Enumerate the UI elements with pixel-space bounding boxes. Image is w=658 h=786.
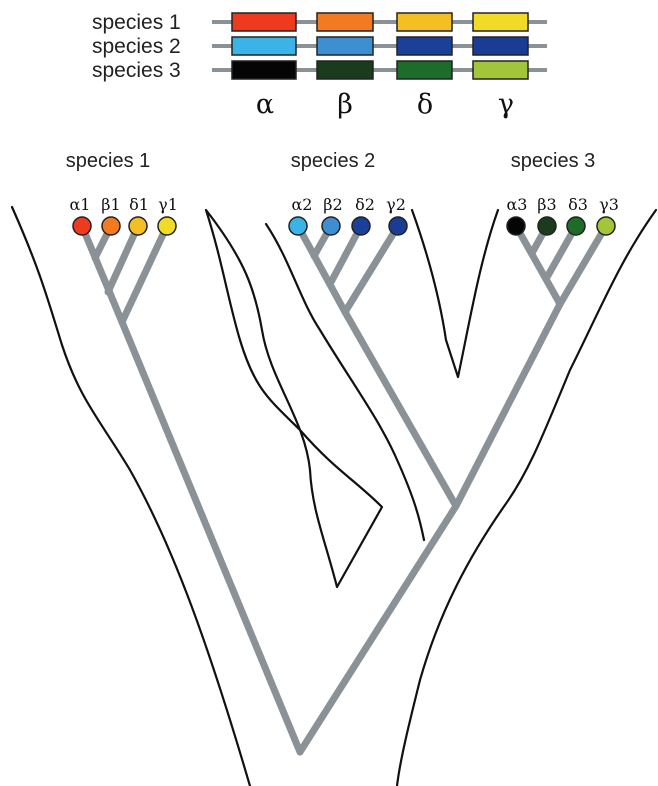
legend-row-label: species 2 [92, 35, 181, 58]
gene-symbol-label: α [256, 89, 274, 120]
gene-order-legend: species 1 species 2 species 3 α β δ γ [92, 11, 547, 120]
gene-symbol-label: β [337, 89, 353, 120]
species-label: species 2 [291, 150, 376, 172]
gene-symbol-label: γ [498, 89, 514, 120]
gene-branch [108, 226, 138, 292]
legend-row-label: species 3 [92, 59, 181, 82]
gene-box [232, 37, 296, 55]
gene-box [317, 61, 373, 79]
gene-label: δ2 [355, 195, 375, 214]
gene-tips [73, 217, 615, 235]
gene-label: α2 [292, 195, 313, 214]
gene-branch [122, 322, 300, 752]
species-label: species 1 [66, 150, 151, 172]
gene-box [473, 37, 528, 55]
gene-label: β2 [323, 195, 342, 214]
gene-labels: α1 β1 δ1 γ1 α2 β2 δ2 γ2 α3 β3 δ3 γ3 [70, 195, 619, 214]
outline-notch [412, 210, 498, 377]
gene-branch [345, 312, 456, 506]
gene-tree [82, 226, 606, 752]
gene-tip-circle [538, 217, 556, 235]
gene-tip-circle [102, 217, 120, 235]
outline-species2-left [266, 224, 424, 540]
gene-tip-circle [129, 217, 147, 235]
gene-branch [456, 304, 560, 506]
gene-label: α3 [507, 195, 528, 214]
gene-box [317, 13, 373, 31]
gene-box [397, 37, 452, 55]
gene-tip-circle [597, 217, 615, 235]
gene-tip-circle [389, 217, 407, 235]
gene-tip-circle [507, 217, 525, 235]
gene-branch [300, 506, 456, 752]
gene-box [317, 37, 373, 55]
gene-box [232, 61, 296, 79]
outline-middle-lobe [206, 210, 382, 587]
gene-label: α1 [70, 195, 91, 214]
gene-box [473, 13, 528, 31]
gene-tip-circle [352, 217, 370, 235]
gene-label: δ1 [129, 195, 149, 214]
gene-label: β1 [101, 195, 120, 214]
outline-left-outer [12, 207, 250, 786]
species-label: species 3 [511, 150, 596, 172]
outline-right-outer [397, 210, 656, 786]
gene-label: γ1 [158, 195, 178, 214]
gene-box [397, 61, 452, 79]
gene-tip-circle [289, 217, 307, 235]
gene-tip-circle [158, 217, 176, 235]
gene-box [232, 13, 296, 31]
gene-label: β3 [537, 195, 556, 214]
gene-box [473, 61, 528, 79]
gene-box [397, 13, 452, 31]
legend-row-label: species 1 [92, 11, 181, 34]
gene-tip-circle [567, 217, 585, 235]
gene-tip-circle [322, 217, 340, 235]
gene-tip-circle [73, 217, 91, 235]
gene-label: γ3 [599, 195, 619, 214]
gene-label: γ2 [386, 195, 406, 214]
gene-label: δ3 [568, 195, 588, 214]
gene-symbol-label: δ [417, 89, 433, 120]
